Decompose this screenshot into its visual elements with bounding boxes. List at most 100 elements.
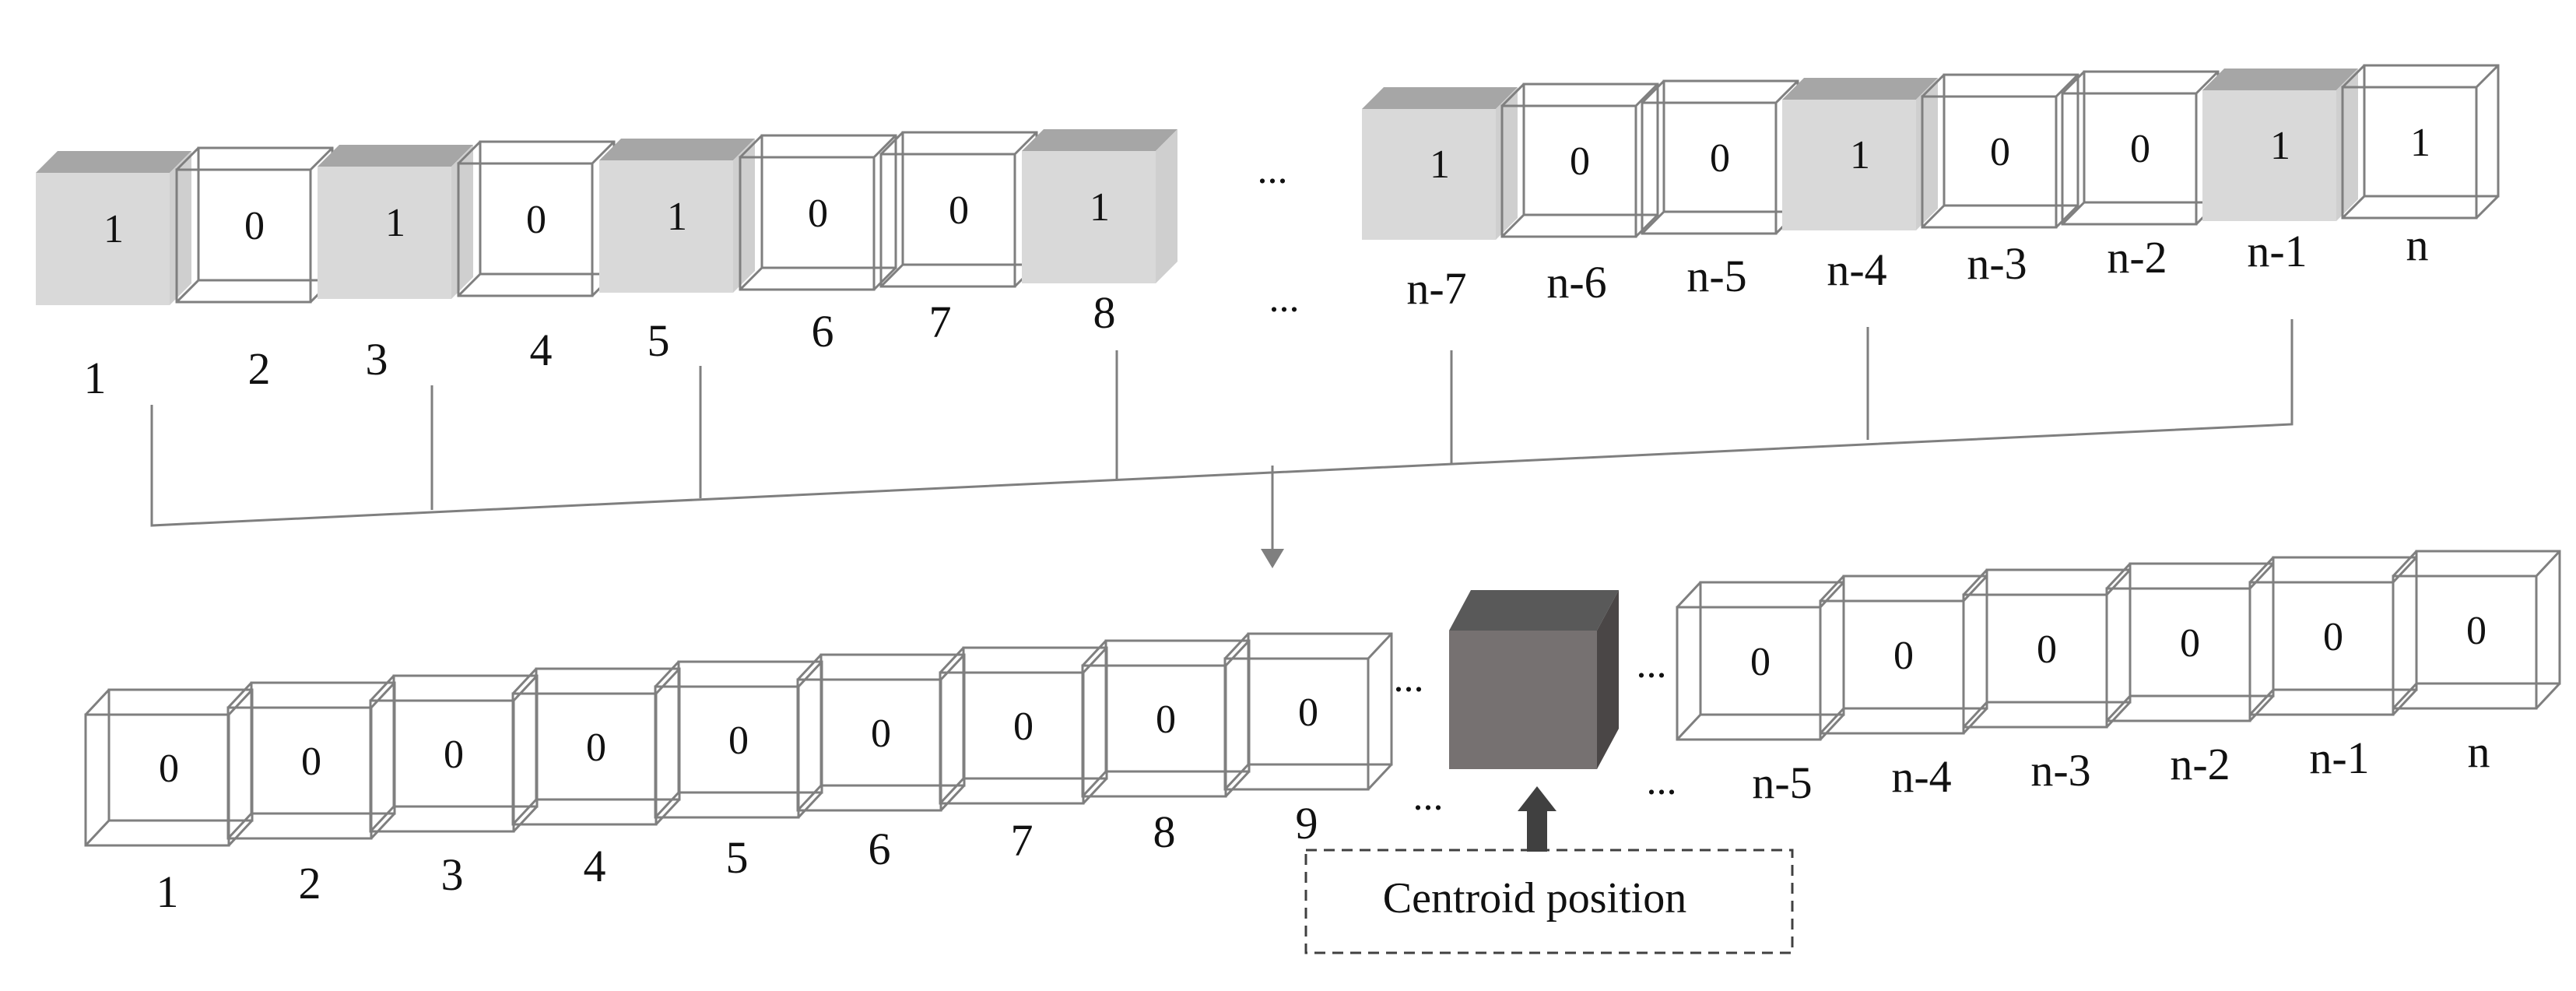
top-cell-6: 0 — [739, 134, 897, 291]
top-index-n-5: n-5 — [1686, 251, 1746, 301]
top-index-8: 8 — [1093, 287, 1116, 338]
bottom-ellipsis-left-upper: ... — [1394, 656, 1424, 701]
top-cell-4: 0 — [457, 140, 616, 297]
bottom-index-n-5: n-5 — [1752, 757, 1812, 808]
top-cell-3: 1 — [318, 145, 473, 299]
bottom-index-8: 8 — [1153, 807, 1176, 857]
bottom-index-n-4: n-4 — [1891, 751, 1951, 802]
bottom-index-1: 1 — [156, 866, 179, 917]
centroid-label-box — [1304, 849, 1794, 954]
top-cell-n-5-value: 0 — [1710, 136, 1730, 181]
top-index-7: 7 — [929, 297, 952, 347]
centroid-cube — [1449, 590, 1619, 769]
top-cell-n-2-value: 0 — [2130, 127, 2150, 171]
bottom-index-n-2: n-2 — [2170, 739, 2230, 789]
top-cell-1-value: 1 — [104, 207, 124, 251]
top-cell-n-6: 0 — [1500, 83, 1659, 238]
centroid-cube-top — [1449, 590, 1619, 631]
bottom-index-9: 9 — [1296, 798, 1318, 849]
bottom-cell-n-4: 0 — [1819, 575, 1988, 735]
centroid-label: Centroid position — [1383, 874, 1686, 922]
top-index-4: 4 — [530, 325, 553, 375]
top-index-2: 2 — [248, 343, 271, 394]
centroid-cube-side — [1597, 590, 1619, 769]
bottom-cell-n-5: 0 — [1676, 581, 1845, 741]
bottom-cell-7: 0 — [939, 646, 1108, 805]
bottom-cell-9: 0 — [1223, 632, 1393, 791]
top-index-n: n — [2406, 220, 2429, 270]
bottom-cell-n-4-value: 0 — [1893, 634, 1914, 678]
top-cell-1: 1 — [36, 151, 191, 305]
top-cell-n-3: 0 — [1921, 73, 2079, 229]
top-cell-7-value: 0 — [949, 188, 969, 233]
centroid-arrow-head — [1518, 786, 1556, 811]
top-cell-8-value: 1 — [1090, 185, 1110, 230]
bottom-cell-n-1-value: 0 — [2323, 615, 2343, 659]
bottom-index-3: 3 — [441, 849, 464, 900]
top-cell-n-3-value: 0 — [1990, 130, 2010, 174]
top-index-n-2: n-2 — [2107, 232, 2167, 283]
bottom-cell-n-3: 0 — [1962, 568, 2132, 729]
top-cell-2-value: 0 — [244, 204, 265, 248]
top-index-n-1: n-1 — [2247, 226, 2307, 276]
top-index-5: 5 — [648, 315, 670, 366]
bottom-index-6: 6 — [869, 824, 891, 874]
bottom-ellipsis-right-upper: ... — [1637, 642, 1667, 687]
bottom-cell-5: 0 — [654, 660, 823, 819]
top-index-3: 3 — [366, 334, 388, 385]
bottom-cell-n-2-value: 0 — [2180, 621, 2200, 666]
bottom-index-7: 7 — [1011, 815, 1034, 866]
bottom-cell-1-value: 0 — [159, 747, 179, 791]
top-cell-3-value: 1 — [385, 201, 405, 245]
connector-arrowhead — [1261, 549, 1284, 568]
top-index-n-7: n-7 — [1406, 263, 1466, 314]
top-cell-n-5: 0 — [1641, 79, 1799, 235]
bottom-cell-5-value: 0 — [728, 719, 749, 763]
bottom-cell-n-5-value: 0 — [1750, 640, 1771, 684]
bottom-cell-2: 0 — [226, 681, 396, 840]
top-cell-n-value: 1 — [2410, 121, 2430, 165]
top-cell-n-1: 1 — [2202, 69, 2358, 221]
top-cell-7: 0 — [879, 131, 1038, 288]
top-index-1: 1 — [84, 353, 107, 403]
bottom-cell-n: 0 — [2392, 550, 2561, 710]
bottom-cell-2-value: 0 — [301, 740, 321, 784]
top-cell-n-1-value: 1 — [2270, 124, 2290, 168]
top-ellipsis-lower: ... — [1269, 276, 1300, 321]
bottom-index-2: 2 — [299, 858, 321, 908]
centroid-arrow — [1518, 786, 1556, 852]
bottom-cell-1: 0 — [84, 688, 254, 847]
bottom-ellipsis-right-lower: ... — [1647, 759, 1677, 803]
bottom-cell-n-value: 0 — [2466, 609, 2487, 653]
bottom-ellipsis-left-lower: ... — [1413, 775, 1444, 819]
top-cell-2: 0 — [175, 146, 334, 304]
top-cell-n-4-value: 1 — [1850, 133, 1870, 177]
bottom-cell-8: 0 — [1081, 639, 1251, 798]
top-cell-n-7: 1 — [1362, 87, 1518, 240]
bottom-cell-8-value: 0 — [1156, 698, 1176, 742]
bottom-index-4: 4 — [584, 841, 606, 891]
bottom-cell-n-2: 0 — [2105, 562, 2275, 722]
top-cell-n: 1 — [2341, 64, 2500, 220]
top-cell-6-value: 0 — [808, 192, 828, 236]
bottom-cell-3: 0 — [369, 674, 539, 833]
top-index-n-6: n-6 — [1546, 257, 1606, 307]
centroid-arrow-shaft — [1527, 810, 1547, 852]
top-index-n-3: n-3 — [1967, 238, 2027, 289]
bottom-cell-6: 0 — [796, 653, 966, 812]
bottom-cell-3-value: 0 — [444, 733, 464, 777]
top-cell-5: 1 — [599, 139, 755, 293]
bottom-cell-7-value: 0 — [1013, 705, 1034, 749]
bottom-cell-6-value: 0 — [871, 712, 891, 756]
bottom-cell-4: 0 — [511, 667, 681, 826]
bottom-index-5: 5 — [726, 832, 749, 883]
bottom-index-n: n — [2468, 726, 2490, 777]
bottom-cell-4-value: 0 — [586, 726, 606, 770]
top-row: 11021304150607181n-70n-60n-51n-40n-30n-2… — [36, 64, 2500, 403]
bottom-cell-n-1: 0 — [2248, 556, 2418, 716]
top-cell-n-2: 0 — [2061, 70, 2220, 226]
top-index-n-4: n-4 — [1827, 244, 1886, 295]
bottom-index-n-1: n-1 — [2309, 733, 2369, 783]
